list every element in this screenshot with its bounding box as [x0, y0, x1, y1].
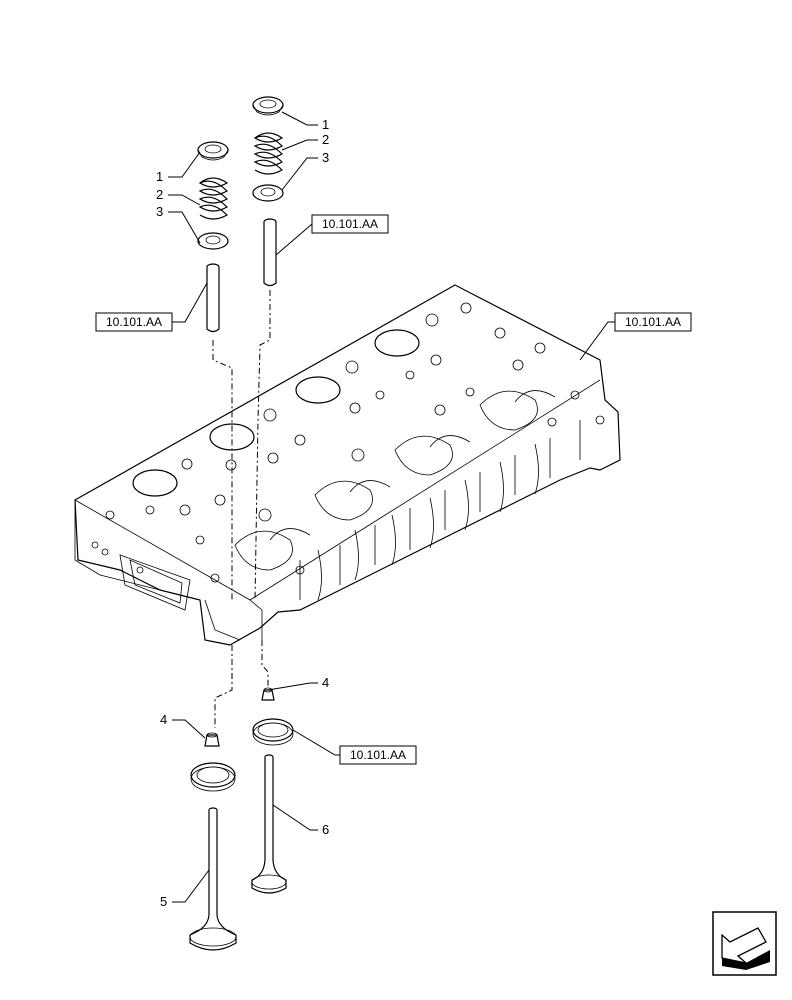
valve-spring-upper — [253, 132, 284, 175]
reference-box-guide-right[interactable]: 10.101.AA — [311, 214, 389, 234]
valve-spring-assembly-right — [252, 96, 284, 287]
spring-seat-upper — [252, 184, 284, 202]
reference-seal-ring: 10.101.AA — [350, 748, 406, 762]
valve-stem-seal-left — [190, 762, 236, 792]
next-page-arrow-icon[interactable] — [712, 911, 777, 976]
reference-box-guide-left[interactable]: 10.101.AA — [95, 312, 173, 332]
valve-stem-seal-right — [252, 718, 294, 746]
callout-retainer-upper: 1 — [322, 117, 329, 132]
callout-collet-right: 4 — [322, 675, 329, 690]
cylinder-head — [74, 284, 621, 646]
valve-spring-left — [198, 177, 229, 220]
callout-spring-left: 2 — [156, 187, 163, 202]
reference-guide-left: 10.101.AA — [106, 315, 162, 329]
reference-guide-right: 10.101.AA — [322, 217, 378, 231]
valve-collet-left — [204, 732, 220, 747]
reference-cylinder-head: 10.101.AA — [625, 315, 681, 329]
callout-retainer-left: 1 — [156, 169, 163, 184]
callout-spring-upper: 2 — [322, 132, 329, 147]
leader-lines — [168, 111, 615, 903]
valve-exhaust — [251, 754, 287, 894]
callout-valve-left: 5 — [160, 894, 167, 909]
callout-valve-right: 6 — [322, 822, 329, 837]
spring-seat-left — [197, 232, 229, 250]
reference-box-cylinder-head[interactable]: 10.101.AA — [614, 312, 692, 332]
spring-retainer-left — [197, 141, 229, 161]
callout-seat-left: 3 — [156, 204, 163, 219]
axis-lines — [212, 290, 271, 728]
callout-seat-upper: 3 — [322, 150, 329, 165]
valve-guide-right — [263, 218, 277, 287]
valve-intake — [189, 807, 237, 951]
valve-spring-assembly-left — [197, 141, 229, 333]
valve-guide-left — [206, 263, 220, 333]
reference-box-seal-ring[interactable]: 10.101.AA — [339, 745, 417, 765]
callout-collet-left: 4 — [160, 712, 167, 727]
spring-retainer-upper — [252, 96, 284, 116]
